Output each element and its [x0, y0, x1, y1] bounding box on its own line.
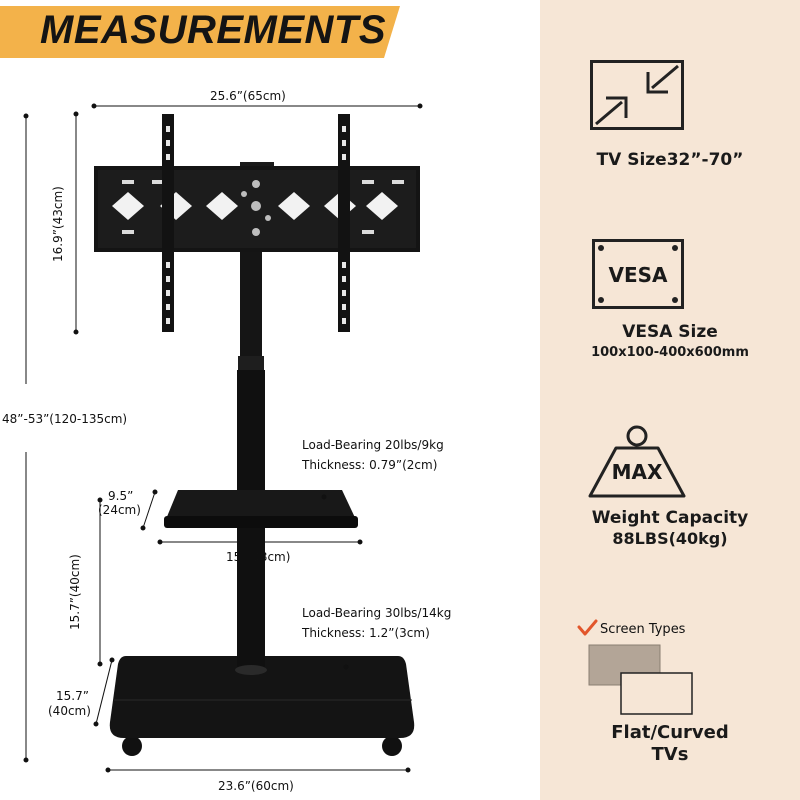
shelf-callout-dot: [321, 494, 327, 500]
vesa-size-label: VESA Size: [622, 322, 718, 342]
weight-icon: MAX: [582, 424, 692, 500]
label-base-depth-inch: 15.7”: [56, 689, 89, 703]
base-load-note: Load-Bearing 30lbs/14kg: [302, 606, 452, 620]
base-callout-dot: [343, 664, 349, 670]
title-banner: MEASUREMENTS: [0, 0, 430, 62]
vesa-icon: VESA: [592, 239, 684, 309]
weight-capacity-value: 88LBS(40kg): [612, 529, 728, 548]
label-shelf-height: 15.7”(40cm): [68, 554, 82, 630]
label-base-width: 23.6”(60cm): [218, 779, 294, 793]
dimension-line-shelf-height: [97, 497, 103, 667]
vesa-icon-text: VESA: [608, 263, 668, 287]
screen-types-line1: Flat/Curved: [611, 722, 729, 743]
base-thickness-note: Thickness: 1.2”(3cm): [302, 626, 430, 640]
label-shelf-depth-inch: 9.5”: [108, 489, 134, 503]
dimension-line-head-height: [73, 111, 79, 335]
vesa-size-value: 100x100-400x600mm: [591, 345, 749, 360]
weight-capacity-label: Weight Capacity: [591, 508, 749, 528]
resize-arrows-icon: [590, 60, 684, 130]
screen-types-label: Screen Types: [600, 622, 686, 637]
label-head-height: 16.9”(43cm): [51, 186, 65, 262]
vertical-brackets: [162, 114, 350, 332]
label-total-height: 48”-53”(120-135cm): [2, 412, 128, 426]
shelf-thickness-note: Thickness: 0.79”(2cm): [302, 458, 438, 472]
check-icon: [577, 619, 598, 636]
shelf-load-note: Load-Bearing 20lbs/9kg: [302, 438, 444, 452]
dimension-line-base-width: [105, 767, 411, 773]
screen-types-line2: TVs: [651, 744, 689, 765]
tv-stand-diagram: [23, 103, 423, 773]
dimension-line-top-width: [91, 103, 423, 109]
label-shelf-depth-cm: (24cm): [98, 503, 141, 517]
weight-icon-text: MAX: [611, 460, 663, 484]
stand-column: [235, 248, 267, 675]
stand-shelf: [164, 490, 358, 528]
label-shelf-width: 15”(38cm): [226, 550, 291, 564]
bracket-holes: [166, 126, 346, 324]
label-base-depth-cm: (40cm): [48, 704, 91, 718]
dimension-line-base-depth: [93, 657, 115, 727]
vesa-mounting-plate: [94, 162, 420, 252]
tv-size-label: TV Size32”-70”: [596, 150, 744, 170]
dimension-line-shelf-depth: [140, 489, 158, 531]
dimension-line-total-height: [23, 113, 29, 763]
label-top-width: 25.6”(65cm): [210, 89, 286, 103]
screen-types-icon: [588, 644, 693, 715]
stand-base: [109, 656, 415, 756]
title-banner-shape: [0, 6, 400, 58]
page-title: MEASUREMENTS: [40, 8, 387, 52]
feature-panel: [540, 0, 800, 800]
